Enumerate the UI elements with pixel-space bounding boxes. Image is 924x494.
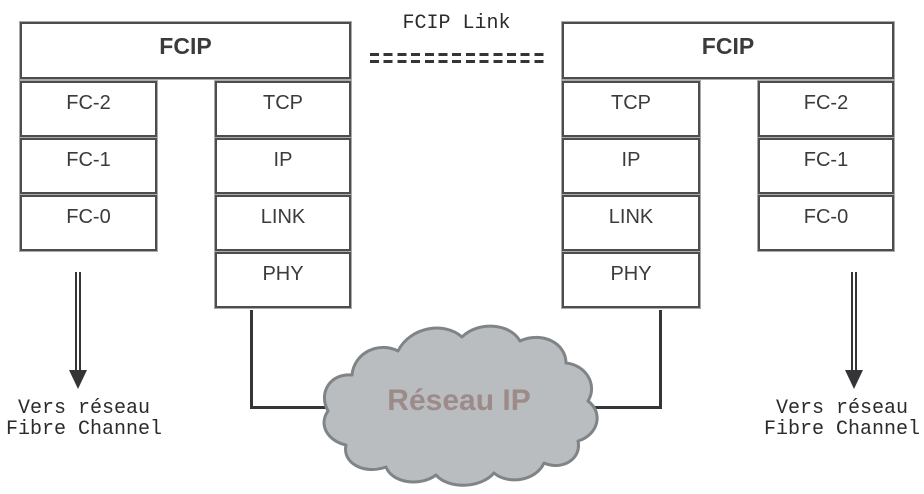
left-fc0-box: FC-0 bbox=[20, 195, 157, 251]
right-down-arrow-shaft bbox=[851, 272, 857, 370]
left-phy-box: PHY bbox=[215, 252, 351, 308]
left-fcip-header-box: FCIP bbox=[20, 22, 351, 79]
left-ip-box: IP bbox=[215, 138, 351, 194]
right-fibre-channel-caption: Vers réseau Fibre Channel bbox=[760, 398, 924, 440]
caption-line: Vers réseau bbox=[775, 397, 909, 420]
right-down-arrow-icon bbox=[845, 370, 863, 389]
right-link-box: LINK bbox=[562, 195, 700, 251]
right-phy-connector-horizontal bbox=[572, 406, 662, 409]
right-fc2-box: FC-2 bbox=[758, 81, 894, 137]
right-tcp-box: TCP bbox=[562, 81, 700, 137]
left-phy-connector-horizontal bbox=[250, 406, 340, 409]
right-phy-box: PHY bbox=[562, 252, 700, 308]
caption-line: Fibre Channel bbox=[763, 418, 921, 441]
caption-line: Fibre Channel bbox=[5, 418, 163, 441]
left-down-arrow-icon bbox=[69, 370, 87, 389]
right-fc1-box: FC-1 bbox=[758, 138, 894, 194]
left-fibre-channel-caption: Vers réseau Fibre Channel bbox=[2, 398, 166, 440]
right-fc0-box: FC-0 bbox=[758, 195, 894, 251]
cloud-icon bbox=[322, 324, 599, 487]
right-fcip-header-box: FCIP bbox=[562, 22, 894, 79]
left-down-arrow-shaft bbox=[75, 272, 81, 370]
left-fc1-box: FC-1 bbox=[20, 138, 157, 194]
right-phy-connector-vertical bbox=[659, 310, 662, 409]
ip-network-label: Réseau IP bbox=[387, 384, 531, 417]
right-ip-box: IP bbox=[562, 138, 700, 194]
caption-line: Vers réseau bbox=[17, 397, 151, 420]
fcip-link-label: FCIP Link bbox=[402, 12, 511, 35]
left-fc2-box: FC-2 bbox=[20, 81, 157, 137]
left-tcp-box: TCP bbox=[215, 81, 351, 137]
left-phy-connector-vertical bbox=[250, 310, 253, 409]
ip-network-cloud: Réseau IP bbox=[314, 310, 604, 492]
left-link-box: LINK bbox=[215, 195, 351, 251]
fcip-link-dashed-line bbox=[370, 53, 548, 63]
